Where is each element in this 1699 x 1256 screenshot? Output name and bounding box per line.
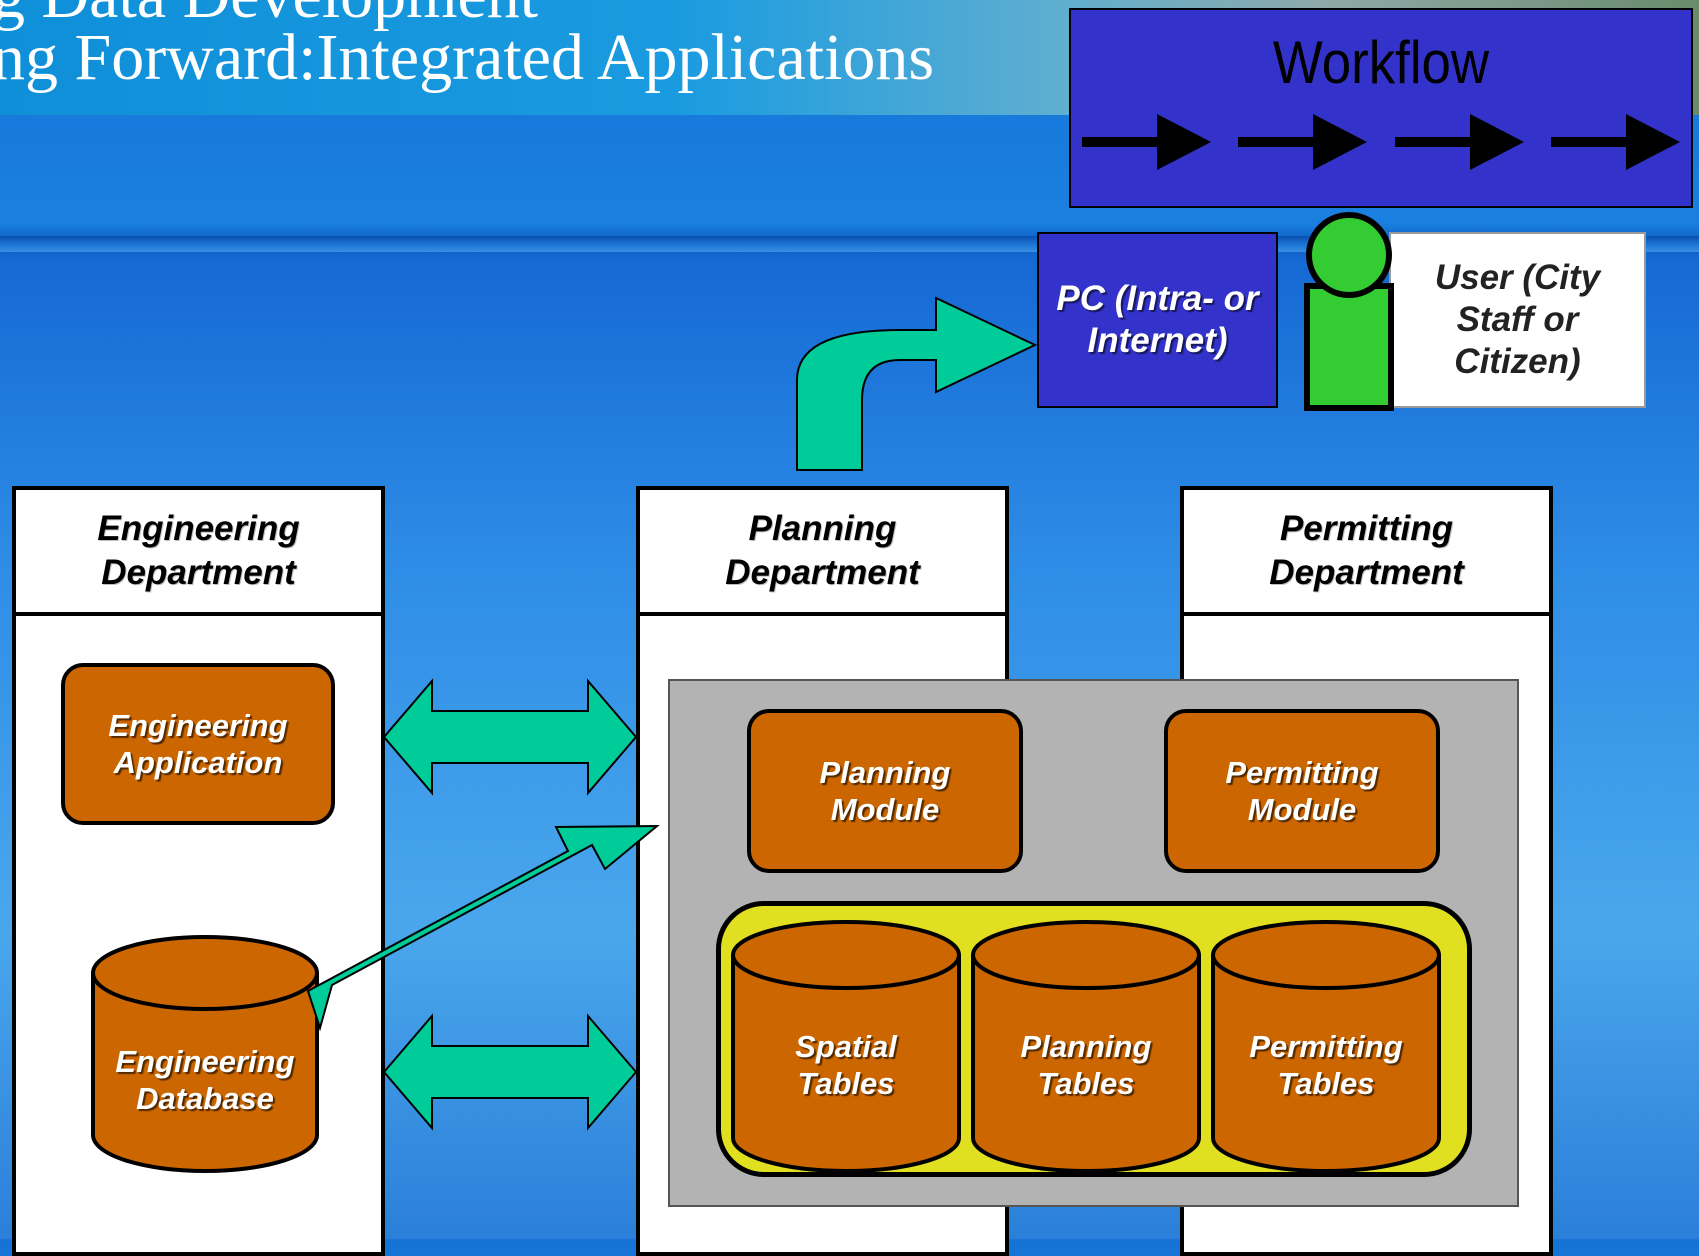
planning-department-label: Planning Department bbox=[725, 509, 920, 592]
planning-module: Planning Module bbox=[747, 709, 1023, 873]
planning-department-header: Planning Department bbox=[640, 490, 1005, 616]
permitting-module: Permitting Module bbox=[1164, 709, 1440, 873]
workflow-label: Workflow bbox=[1272, 29, 1490, 96]
planning-tables-label: Planning Tables bbox=[1020, 1028, 1152, 1101]
slide-title-line-2: ng Forward:Integrated Applications bbox=[0, 21, 935, 94]
spatial-tables-label: Spatial Tables bbox=[795, 1028, 897, 1101]
permitting-department-header: Permitting Department bbox=[1184, 490, 1549, 616]
planning-module-label: Planning Module bbox=[819, 754, 951, 827]
workflow-box: Workflow bbox=[1069, 8, 1693, 208]
engineering-database-label: Engineering Database bbox=[115, 1043, 295, 1116]
permitting-tables-label: Permitting Tables bbox=[1249, 1028, 1403, 1101]
engineering-application-label: Engineering Application bbox=[108, 707, 288, 780]
engineering-department-header: Engineering Department bbox=[16, 490, 381, 616]
database-double-arrow-icon bbox=[382, 1013, 638, 1131]
planning-to-pc-arrow-icon bbox=[796, 296, 1038, 471]
engineering-application-module: Engineering Application bbox=[61, 663, 335, 825]
permitting-module-label: Permitting Module bbox=[1225, 754, 1379, 827]
engineering-department-label: Engineering Department bbox=[97, 509, 300, 592]
application-double-arrow-icon bbox=[382, 678, 638, 796]
user-label: User (City Staff or Citizen) bbox=[1434, 258, 1601, 381]
pc-box: PC (Intra- or Internet) bbox=[1037, 232, 1278, 408]
user-box: User (City Staff or Citizen) bbox=[1389, 232, 1646, 408]
slide-title-line-1: g Data Development bbox=[0, 0, 538, 34]
permitting-department-label: Permitting Department bbox=[1269, 509, 1464, 592]
pc-label: PC (Intra- or Internet) bbox=[1056, 279, 1259, 360]
